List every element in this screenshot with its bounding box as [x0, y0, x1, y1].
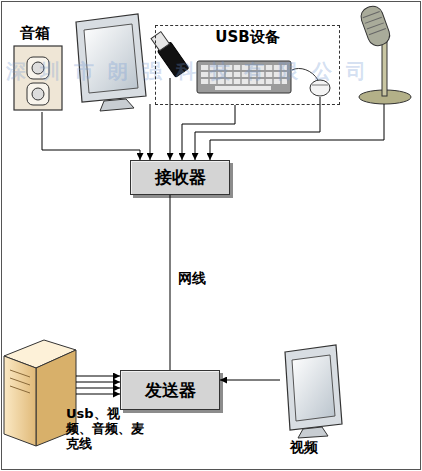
- cable-note: Usb、视频、音频、麦克线: [66, 407, 144, 452]
- node-label: 接收器: [155, 166, 206, 189]
- watermark: 深圳市朗强科技有限公司: [6, 60, 422, 83]
- monitor-node: 视频: [280, 345, 350, 457]
- connector: [170, 195, 171, 370]
- connector: [220, 380, 280, 381]
- microphone-icon: [358, 3, 411, 104]
- sender-box: 发送器: [120, 370, 220, 410]
- node-label: 音箱: [20, 24, 50, 43]
- node-label: 视频: [290, 439, 318, 457]
- connector: [182, 105, 235, 160]
- node-label: 发送器: [145, 379, 196, 402]
- receiver-box: 接收器: [130, 160, 230, 195]
- server-wire: [76, 376, 120, 394]
- speaker-node: 音箱: [10, 24, 70, 112]
- server-icon: [4, 340, 76, 446]
- device-group: USB设备: [155, 25, 340, 105]
- edge-label: 网线: [176, 270, 208, 288]
- connector: [42, 112, 140, 160]
- signal-wire: [150, 78, 384, 160]
- node-label: USB设备: [215, 28, 279, 47]
- monitor-icon: [285, 345, 342, 438]
